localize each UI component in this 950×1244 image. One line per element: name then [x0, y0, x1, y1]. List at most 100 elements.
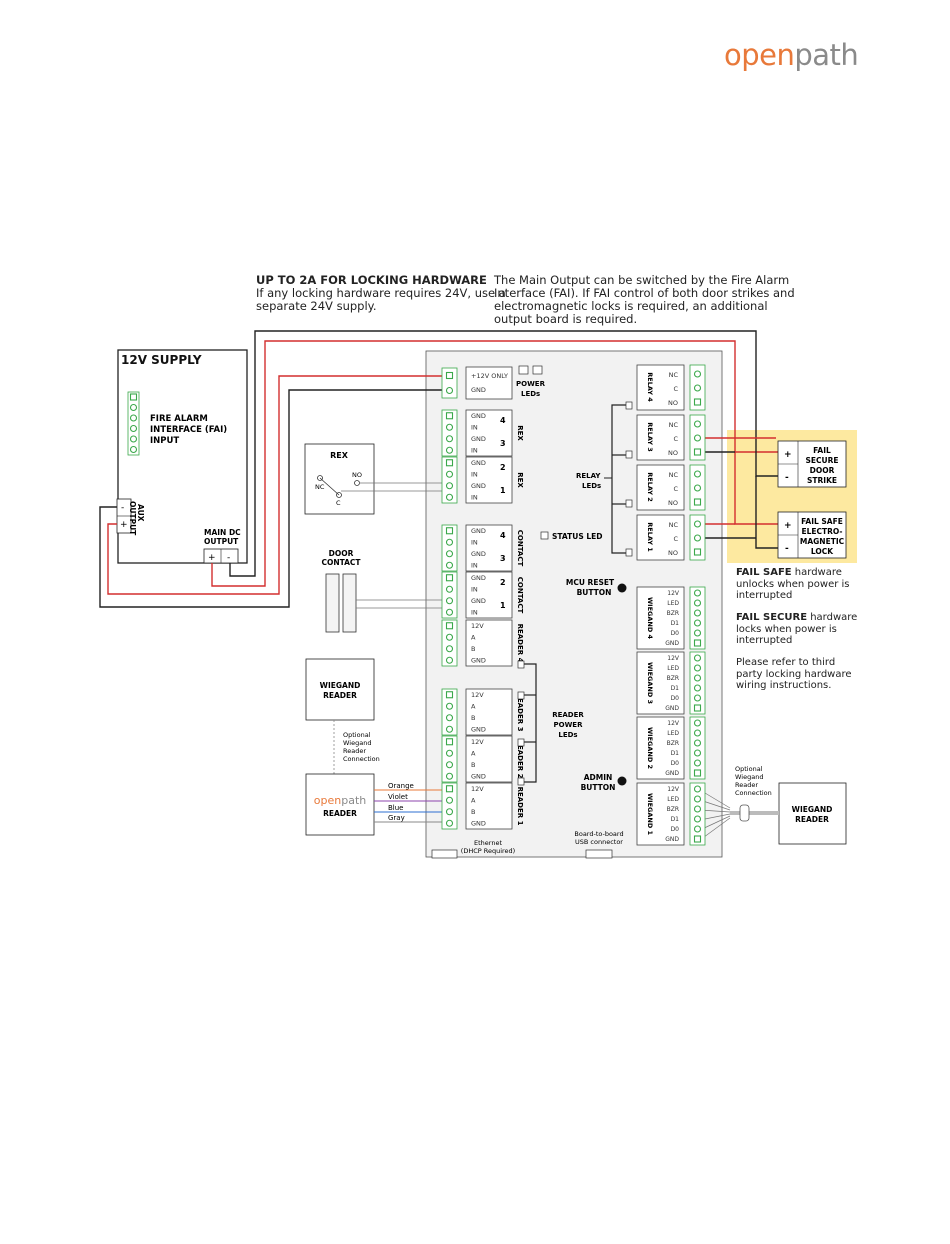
terminal[interactable]	[693, 370, 702, 378]
fai-terminal[interactable]	[129, 424, 138, 433]
terminal-square[interactable]	[445, 371, 454, 380]
terminal[interactable]	[445, 386, 454, 395]
terminal[interactable]	[445, 749, 454, 757]
terminal-square[interactable]	[445, 412, 454, 420]
terminal[interactable]	[445, 538, 454, 546]
terminal[interactable]	[445, 796, 454, 804]
terminal[interactable]	[693, 520, 702, 528]
terminal[interactable]	[693, 825, 702, 833]
wiegand-pin-label: D1	[671, 620, 680, 627]
fai-label: INPUT	[150, 436, 179, 446]
terminal-square[interactable]	[445, 785, 454, 793]
terminal-square[interactable]	[445, 527, 454, 535]
reader-label: READER	[323, 809, 357, 818]
contact-block-terminals	[441, 524, 458, 572]
terminal[interactable]	[445, 482, 454, 490]
terminal[interactable]	[693, 470, 702, 478]
terminal[interactable]	[445, 550, 454, 558]
reader-block	[465, 688, 513, 736]
terminal-square[interactable]	[693, 835, 702, 843]
wiegand-pin-label: BZR	[667, 610, 679, 617]
terminal[interactable]	[693, 694, 702, 702]
terminal[interactable]	[445, 702, 454, 710]
fai-terminal[interactable]	[129, 393, 138, 401]
terminal[interactable]	[693, 785, 702, 793]
terminal[interactable]	[693, 815, 702, 823]
terminal-square[interactable]	[693, 548, 702, 556]
terminal[interactable]	[445, 470, 454, 478]
terminal-square[interactable]	[445, 574, 454, 582]
terminal[interactable]	[445, 772, 454, 780]
fai-terminal[interactable]	[129, 414, 138, 422]
aux-output-label: OUTPUT	[128, 501, 137, 536]
terminal[interactable]	[693, 719, 702, 727]
terminal[interactable]	[445, 808, 454, 816]
terminal[interactable]	[693, 420, 702, 428]
rex-c: C	[336, 499, 341, 507]
terminal-square[interactable]	[445, 691, 454, 699]
power-wires	[99, 330, 786, 608]
terminal-square[interactable]	[693, 639, 702, 647]
relay-pin-label: NC	[669, 421, 679, 429]
terminal[interactable]	[693, 629, 702, 637]
terminal-square[interactable]	[445, 459, 454, 467]
terminal[interactable]	[693, 589, 702, 597]
terminal[interactable]	[445, 656, 454, 664]
wiegand-title: WIEGAND 2	[646, 727, 654, 769]
terminal[interactable]	[445, 608, 454, 616]
terminal[interactable]	[445, 725, 454, 733]
terminal-square[interactable]	[445, 738, 454, 746]
main-output-note: The Main Output can be switched by the F…	[494, 274, 795, 326]
terminal[interactable]	[445, 446, 454, 454]
contact-block-pin-label: GND	[471, 527, 486, 535]
power-leds-label: POWER	[516, 380, 546, 388]
usb-label: USB connector	[575, 838, 623, 846]
terminal[interactable]	[693, 674, 702, 682]
terminal[interactable]	[445, 761, 454, 769]
terminal[interactable]	[445, 423, 454, 431]
terminal[interactable]	[445, 633, 454, 641]
terminal[interactable]	[693, 534, 702, 542]
admin-button[interactable]	[617, 776, 627, 786]
fai-terminal[interactable]	[129, 403, 138, 412]
terminal-square[interactable]	[693, 448, 702, 456]
terminal[interactable]	[445, 493, 454, 501]
aux-minus: -	[121, 503, 124, 513]
terminal[interactable]	[445, 585, 454, 593]
terminal[interactable]	[693, 749, 702, 757]
terminal-square[interactable]	[445, 622, 454, 630]
terminal[interactable]	[445, 435, 454, 443]
mcu-reset-button[interactable]	[617, 583, 627, 593]
refer-line: Please refer to third	[736, 657, 836, 668]
power-pin-label: GND	[471, 386, 486, 394]
terminal[interactable]	[445, 561, 454, 569]
terminal[interactable]	[693, 609, 702, 617]
fai-terminal[interactable]	[129, 435, 138, 443]
fai-terminal[interactable]	[129, 445, 138, 454]
terminal[interactable]	[693, 739, 702, 747]
terminal[interactable]	[693, 684, 702, 692]
terminal-square[interactable]	[693, 704, 702, 712]
terminal-square[interactable]	[693, 769, 702, 777]
terminal[interactable]	[445, 597, 454, 605]
terminal[interactable]	[693, 729, 702, 737]
terminal[interactable]	[693, 805, 702, 813]
terminal[interactable]	[693, 654, 702, 662]
terminal[interactable]	[445, 645, 454, 653]
terminal[interactable]	[693, 664, 702, 672]
wiegand-block	[636, 651, 685, 715]
fail-safe-rest: hardware	[791, 567, 842, 578]
terminal[interactable]	[693, 795, 702, 803]
terminal[interactable]	[693, 619, 702, 627]
terminal-square[interactable]	[693, 398, 702, 406]
terminal-square[interactable]	[693, 498, 702, 506]
terminal[interactable]	[693, 484, 702, 492]
terminal[interactable]	[693, 759, 702, 767]
terminal[interactable]	[693, 599, 702, 607]
locking-note-title: UP TO 2A FOR LOCKING HARDWARE	[256, 273, 487, 287]
terminal[interactable]	[445, 714, 454, 722]
terminal[interactable]	[445, 819, 454, 827]
terminal[interactable]	[693, 434, 702, 442]
terminal[interactable]	[693, 384, 702, 392]
wiegand-pin-label: D0	[671, 630, 680, 637]
